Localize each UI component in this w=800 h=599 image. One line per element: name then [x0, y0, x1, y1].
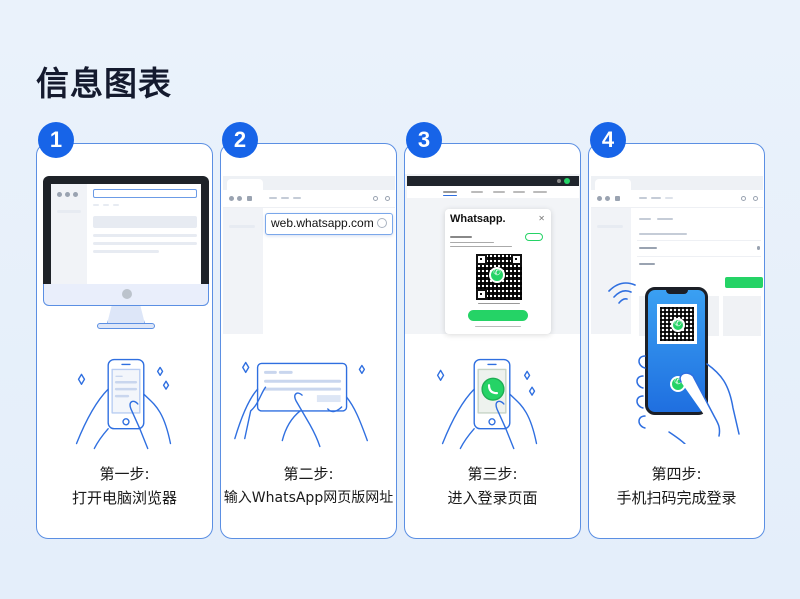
step-3-label: 第三步:	[467, 465, 518, 483]
step-3-caption: 第三步: 进入登录页面	[405, 462, 580, 510]
url-input[interactable]: web.whatsapp.com	[265, 213, 393, 235]
step-2-label: 第二步:	[283, 465, 334, 483]
forward-icon	[237, 196, 242, 201]
link-button[interactable]	[525, 233, 543, 241]
back-icon	[229, 196, 234, 201]
whatsapp-logo-icon	[489, 267, 505, 283]
step-4-caption: 第四步: 手机扫码完成登录	[589, 462, 764, 510]
step-1-description: 打开电脑浏览器	[71, 489, 177, 507]
step-1-badge: 1	[38, 122, 74, 158]
page-title: 信息图表	[36, 64, 172, 103]
browser-tab	[595, 179, 631, 190]
dialog-title: Whatsapp.	[450, 213, 506, 225]
step-2-description: 输入WhatsApp网页版网址	[223, 490, 394, 506]
url-text: web.whatsapp.com	[271, 216, 374, 230]
step-2-card: web.whatsapp.com 第二步: 输入WhatsApp网页版网址	[220, 143, 397, 539]
browser-top-bar	[407, 176, 579, 186]
browser-window-illustration: web.whatsapp.com	[221, 174, 396, 334]
submit-button[interactable]	[725, 277, 763, 288]
home-icon	[247, 196, 252, 201]
hands-holding-phone-icon	[75, 358, 172, 450]
qr-code	[657, 304, 697, 344]
forward-icon	[605, 196, 610, 201]
home-icon	[615, 196, 620, 201]
hands-holding-phone-with-whatsapp-icon	[436, 358, 538, 450]
step-1-card: 第一步: 打开电脑浏览器	[36, 143, 213, 539]
step-3-card: Whatsapp. ✕	[404, 143, 581, 539]
monitor-screen	[51, 184, 201, 284]
search-icon	[377, 218, 387, 228]
step-4-description: 手机扫码完成登录	[616, 489, 737, 507]
page-nav	[407, 186, 579, 198]
browser-tab	[227, 179, 263, 190]
login-button[interactable]	[468, 310, 528, 321]
hand-holding-phone-icon	[636, 355, 740, 444]
step-3-badge: 3	[406, 122, 442, 158]
step-2-caption: 第二步: 输入WhatsApp网页版网址	[221, 462, 396, 510]
settings-icon	[385, 196, 390, 201]
step-4-label: 第四步:	[651, 465, 702, 483]
wifi-signal-icon	[608, 282, 636, 304]
clock-icon	[741, 196, 746, 201]
close-icon[interactable]: ✕	[538, 214, 545, 223]
step-1-label: 第一步:	[99, 465, 150, 483]
step-4-card: 第四步: 手机扫码完成登录	[588, 143, 765, 539]
step-4-badge: 4	[590, 122, 626, 158]
step-1-caption: 第一步: 打开电脑浏览器	[37, 462, 212, 510]
qr-code	[476, 254, 522, 300]
power-button-icon	[122, 289, 132, 299]
back-icon	[597, 196, 602, 201]
whatsapp-login-dialog: Whatsapp. ✕	[445, 209, 551, 334]
address-bar	[93, 189, 197, 198]
bell-icon	[373, 196, 378, 201]
whatsapp-logo-icon	[671, 318, 685, 332]
settings-icon	[753, 196, 758, 201]
hands-typing-on-tablet-icon	[234, 361, 369, 448]
step-2-badge: 2	[222, 122, 258, 158]
step-3-description: 进入登录页面	[447, 489, 538, 507]
whatsapp-login-page-illustration: Whatsapp. ✕	[405, 174, 580, 334]
desktop-monitor-illustration	[37, 174, 212, 334]
